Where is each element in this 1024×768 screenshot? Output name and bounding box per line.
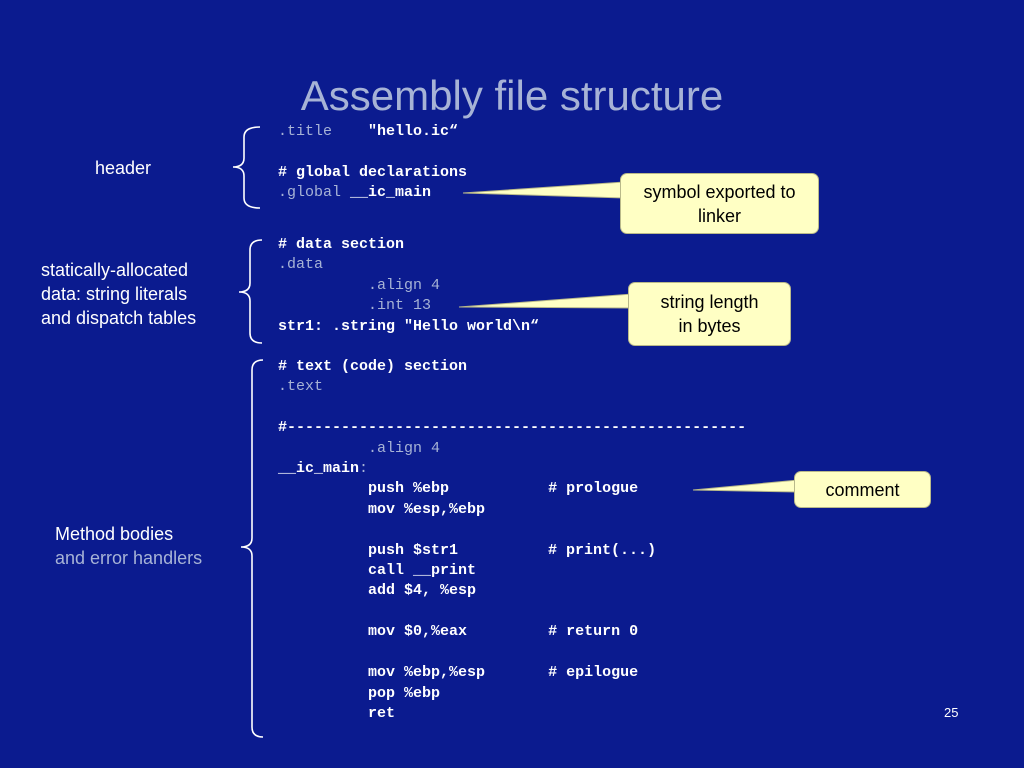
data-label-line-3: and dispatch tables — [41, 308, 197, 328]
instr-mov-eax: mov $0,%eax — [368, 623, 468, 641]
instr-mov-esp-ebp: mov %esp,%ebp — [368, 500, 486, 518]
method-label-line-1: Method bodies — [55, 524, 174, 544]
global-directive: .global — [278, 184, 342, 202]
text-directive: .text — [278, 378, 324, 396]
code-header-section: .title "hello.ic“ # global declarations … — [278, 122, 467, 204]
data-align: .align 4 — [368, 276, 441, 294]
symbol-callout-line-1: symbol exported to — [643, 181, 796, 202]
instr-ret: ret — [368, 704, 396, 722]
comment-epilogue: # epilogue — [548, 664, 639, 682]
comment-callout: comment — [794, 471, 931, 508]
data-string: str1: .string "Hello world\n“ — [278, 317, 540, 335]
symbol-exported-callout: symbol exported to linker — [620, 173, 819, 234]
method-label-line-2: and error handlers — [55, 548, 203, 568]
instr-push-str1: push $str1 — [368, 541, 459, 559]
text-brace — [240, 359, 264, 738]
comment-print: # print(...) — [548, 541, 657, 559]
symbol-callout-pointer — [462, 181, 625, 199]
header-label: header — [95, 158, 152, 178]
header-brace — [232, 126, 261, 209]
main-label-colon: : — [359, 460, 369, 478]
string-length-callout-line-2: in bytes — [678, 316, 741, 336]
string-length-callout: string length in bytes — [628, 282, 791, 346]
instr-mov-ebp-esp: mov %ebp,%esp — [368, 664, 486, 682]
code-data-section: # data section .data .align 4 .int 13 st… — [278, 235, 539, 337]
instr-add-esp: add $4, %esp — [368, 582, 477, 600]
instr-push-ebp: push %ebp — [368, 480, 450, 498]
global-symbol: __ic_main — [350, 184, 432, 202]
text-comment: # text (code) section — [278, 358, 468, 375]
page-number: 25 — [944, 705, 959, 720]
text-align: .align 4 — [368, 439, 441, 457]
divider-comment: #---------------------------------------… — [278, 419, 747, 437]
comment-prologue: # prologue — [548, 480, 639, 498]
data-label-line-2: data: string literals — [41, 284, 188, 304]
data-label-line-1: statically-allocated — [41, 260, 189, 280]
main-label: __ic_main — [278, 460, 360, 478]
data-directive: .data — [278, 256, 324, 274]
data-brace — [238, 239, 263, 344]
title-value: "hello.ic“ — [368, 123, 459, 140]
string-length-callout-line-1: string length — [660, 292, 759, 312]
symbol-callout-line-2: linker — [697, 205, 741, 226]
global-comment: # global declarations — [278, 163, 468, 181]
code-text-section: # text (code) section .text #-----------… — [278, 357, 746, 724]
instr-pop-ebp: pop %ebp — [368, 684, 441, 702]
title-directive: .title — [278, 123, 333, 140]
data-section-label: statically-allocated data: string litera… — [41, 258, 196, 330]
method-bodies-label: Method bodies and error handlers — [55, 522, 202, 570]
data-comment: # data section — [278, 236, 405, 253]
data-int: .int 13 — [368, 297, 432, 315]
slide-title: Assembly file structure — [300, 72, 724, 119]
comment-return: # return 0 — [548, 623, 639, 641]
instr-call-print: call __print — [368, 562, 477, 580]
